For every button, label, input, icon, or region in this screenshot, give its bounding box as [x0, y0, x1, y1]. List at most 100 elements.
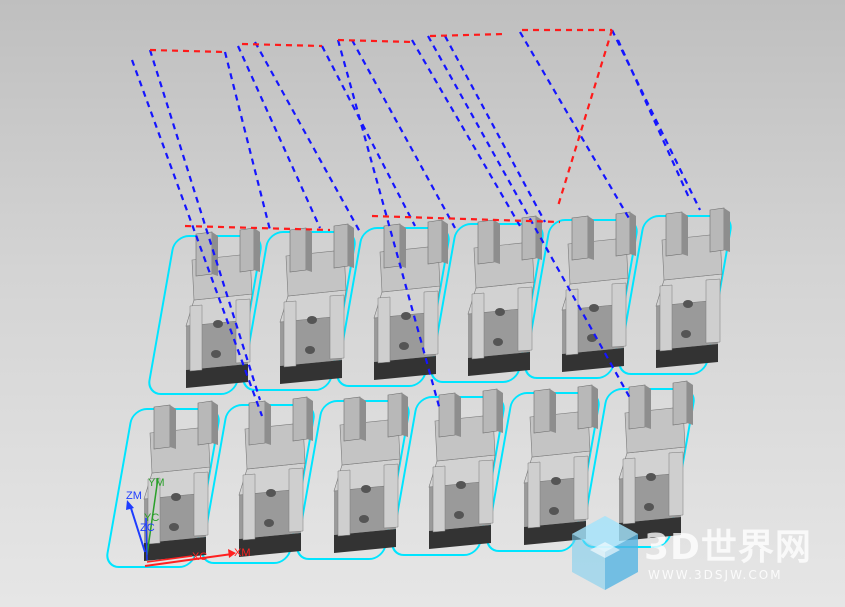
part-lug-right [482, 388, 498, 434]
part-11 [618, 380, 693, 541]
part-lug-right-side [687, 381, 693, 425]
part-0 [185, 227, 260, 388]
part-7 [238, 396, 313, 557]
part-6 [143, 400, 218, 561]
part-rail-left [377, 296, 391, 364]
part-hole-bottom [681, 330, 691, 338]
part-lug-left-side [494, 220, 500, 264]
part-lug-right-side [307, 397, 313, 441]
toolpath-line-11 [519, 31, 631, 221]
part-hole-top [171, 493, 181, 501]
part-hole-top [683, 300, 693, 308]
part-lug-left-side [170, 405, 176, 449]
ym-axis-line [146, 477, 159, 556]
part-lug-right [577, 384, 593, 430]
xc-axis-label: XC [192, 551, 207, 563]
toolpath-line-8 [411, 39, 521, 227]
part-rail-left [659, 284, 673, 352]
part-hole-top [361, 485, 371, 493]
part-rail-left [622, 457, 636, 525]
part-8 [333, 392, 408, 553]
part-5 [655, 207, 730, 368]
part-lug-right [615, 211, 631, 257]
part-lug-left-side [400, 224, 406, 268]
parts-group [143, 207, 730, 561]
part-lug-right [709, 207, 725, 253]
part-hole-top [266, 489, 276, 497]
toolpath-line-9 [427, 35, 631, 399]
part-hole-top [456, 481, 466, 489]
part-rail-right [517, 286, 533, 352]
part-lug-left [477, 219, 495, 265]
part-hole-bottom [169, 523, 179, 531]
part-lug-right [387, 392, 403, 438]
toolpath-line-2 [223, 51, 272, 231]
part-lug-right-side [402, 393, 408, 437]
part-lug-right-side [254, 228, 260, 272]
part-lug-left-side [682, 212, 688, 256]
xm-axis-arrow-icon [228, 549, 236, 558]
part-lug-left [571, 215, 589, 261]
xc-axis-line [146, 555, 193, 563]
part-lug-right [292, 396, 308, 442]
toolpath-line-0 [130, 59, 264, 417]
part-rail-right [383, 463, 399, 529]
part-rail-left [189, 304, 203, 372]
part-hole-top [551, 477, 561, 485]
part-hole-bottom [264, 519, 274, 527]
rapid-move-line-5 [556, 29, 614, 207]
part-rail-left [527, 461, 541, 529]
part-9 [428, 388, 503, 549]
zm-axis-line [129, 504, 146, 553]
part-lug-left [628, 384, 646, 430]
toolpath-line-10 [444, 35, 546, 223]
xm-axis-label: XM [234, 547, 251, 559]
part-lug-right [197, 400, 213, 446]
rapid-move-line-3 [429, 32, 506, 38]
part-hole-bottom [454, 511, 464, 519]
part-lug-right-side [592, 385, 598, 429]
wcs-axis-triad[interactable]: ZM YM YC ZC XC XM [126, 477, 251, 567]
rapid-move-line-7 [371, 214, 561, 224]
part-3 [467, 215, 542, 376]
part-rail-left [432, 465, 446, 533]
part-lug-left [343, 396, 361, 442]
toolpath-line-13 [616, 39, 692, 201]
part-hole-top [213, 320, 223, 328]
toolpath-line-3 [236, 45, 322, 229]
part-lug-left-side [455, 393, 461, 437]
part-rail-left [471, 292, 485, 360]
part-hole-bottom [399, 342, 409, 350]
part-lug-right-side [212, 401, 218, 445]
rapid-move-line-0 [149, 48, 226, 54]
part-hole-bottom [359, 515, 369, 523]
part-4 [561, 211, 636, 372]
part-lug-right [672, 380, 688, 426]
part-rail-right [329, 294, 345, 360]
part-lug-left-side [306, 228, 312, 272]
zc-axis-line [145, 517, 148, 561]
rapid-move-line-6 [184, 224, 331, 232]
zm-axis-arrow-icon [126, 500, 134, 510]
part-lug-right [521, 215, 537, 261]
part-lug-right [427, 219, 443, 265]
toolpath-line-4 [254, 41, 361, 233]
part-rail-left [565, 288, 579, 356]
part-rail-right [705, 278, 721, 344]
part-hole-bottom [644, 503, 654, 511]
part-lug-left [533, 388, 551, 434]
part-rail-right [478, 459, 494, 525]
toolpath-line-6 [336, 39, 442, 411]
part-rail-right [288, 467, 304, 533]
part-rail-right [573, 455, 589, 521]
part-lug-right-side [442, 220, 448, 264]
part-rail-right [668, 451, 684, 517]
part-lug-right-side [497, 389, 503, 433]
toolpath-line-12 [611, 29, 701, 211]
part-hole-top [646, 473, 656, 481]
part-rail-right [611, 282, 627, 348]
part-hole-top [589, 304, 599, 312]
toolpath-line-5 [321, 45, 416, 227]
part-rail-left [242, 473, 256, 541]
